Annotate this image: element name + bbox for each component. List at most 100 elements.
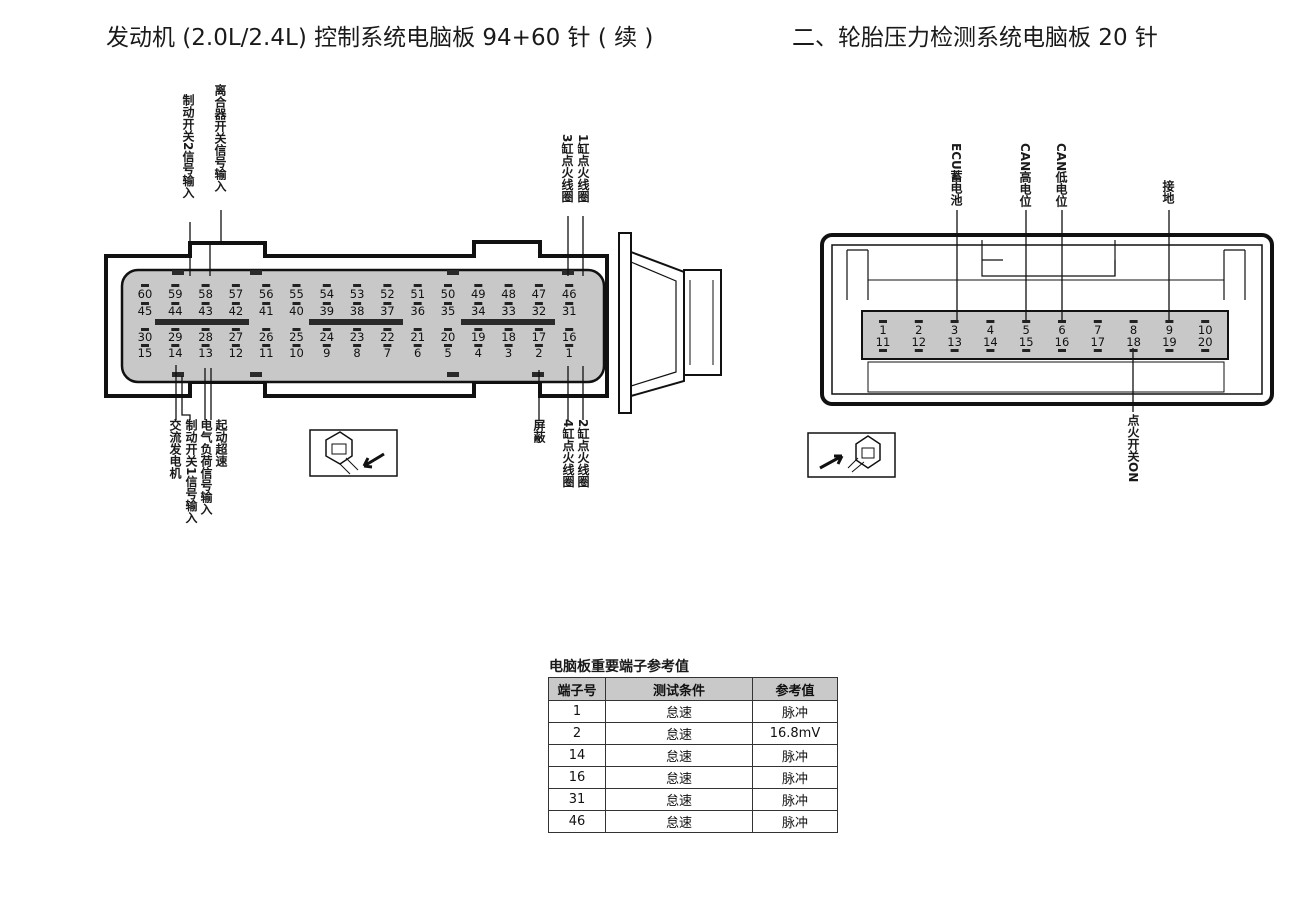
pin-number: 50 (441, 287, 456, 301)
pin-number: 22 (380, 330, 395, 344)
pin-number: 12 (911, 335, 926, 349)
pin-marker (565, 284, 574, 287)
label-shield: 屏蔽 (532, 419, 546, 443)
pin-marker (322, 284, 331, 287)
pin-number: 34 (471, 304, 486, 318)
pin-marker (1129, 349, 1138, 352)
pin-marker (353, 284, 362, 287)
pin-number: 30 (138, 330, 153, 344)
pin-marker (231, 328, 240, 331)
pin-number: 46 (562, 287, 577, 301)
label-can-low: CAN低电位 (1054, 143, 1068, 208)
pin-number: 19 (471, 330, 486, 344)
table-row: 2 怠速 16.8mV (548, 722, 838, 745)
pin-marker (231, 302, 240, 305)
cell-value: 脉冲 (752, 810, 838, 833)
reference-table: 端子号 测试条件 参考值 1 怠速 脉冲 2 怠速 16.8mV 14 怠速 脉… (548, 677, 838, 833)
pin-number: 10 (1198, 323, 1213, 337)
pin-number: 35 (441, 304, 456, 318)
pin-number: 16 (562, 330, 577, 344)
pin-marker (141, 302, 149, 305)
pin-number: 43 (198, 304, 213, 318)
pin-number: 16 (1055, 335, 1070, 349)
cell-terminal: 2 (548, 722, 606, 745)
pin-marker (262, 344, 271, 347)
pin-number: 6 (1058, 323, 1065, 337)
cell-value: 脉冲 (752, 700, 838, 723)
pin-marker (262, 328, 271, 331)
pin-number: 54 (319, 287, 334, 301)
pin-marker (141, 328, 149, 331)
pin-marker (986, 320, 995, 323)
label-cyl1-coil: 1缸点火线圈 (576, 134, 590, 203)
pin-number: 9 (323, 346, 330, 360)
pin-number: 38 (350, 304, 365, 318)
pin-number: 13 (198, 346, 213, 360)
pin-number: 15 (1019, 335, 1034, 349)
pin-marker (231, 344, 240, 347)
header-value: 参考值 (752, 677, 838, 701)
pin-number: 11 (259, 346, 274, 360)
pin-marker (986, 349, 995, 352)
pin-number: 2 (915, 323, 922, 337)
cell-value: 脉冲 (752, 788, 838, 811)
pin-number: 32 (532, 304, 547, 318)
pin-number: 37 (380, 304, 395, 318)
pin-number: 13 (947, 335, 962, 349)
pin-number: 26 (259, 330, 274, 344)
pin-marker (201, 284, 210, 287)
pin-marker (292, 328, 301, 331)
pin-number: 25 (289, 330, 304, 344)
pin-marker (383, 284, 392, 287)
pin-number: 27 (229, 330, 244, 344)
pin-marker (914, 320, 923, 323)
table-caption: 电脑板重要端子参考值 (549, 659, 689, 675)
pin-marker (1058, 349, 1066, 352)
pin-number: 51 (410, 287, 425, 301)
pin-number: 41 (259, 304, 274, 318)
pin-number: 14 (983, 335, 998, 349)
pin-marker (1022, 320, 1031, 323)
pin-marker (534, 302, 543, 305)
pin-marker (292, 302, 301, 305)
pin-number: 5 (444, 346, 451, 360)
pin-marker (444, 344, 452, 347)
pin-marker (201, 328, 210, 331)
pin-marker (322, 302, 331, 305)
pin-number: 48 (501, 287, 516, 301)
pin-number: 9 (1166, 323, 1173, 337)
pin-number: 29 (168, 330, 183, 344)
pin-number: 10 (289, 346, 304, 360)
pin-number: 15 (138, 346, 153, 360)
pin-number: 56 (259, 287, 274, 301)
table-row: 31 怠速 脉冲 (548, 788, 838, 811)
pin-number: 3 (505, 346, 512, 360)
pin-number: 12 (229, 346, 244, 360)
pin-number: 55 (289, 287, 304, 301)
pin-marker (504, 284, 513, 287)
pin-number: 45 (138, 304, 153, 318)
cell-terminal: 1 (548, 700, 606, 723)
table-row: 46 怠速 脉冲 (548, 810, 838, 833)
tpms-connector (820, 210, 1274, 412)
pin-number: 3 (951, 323, 958, 337)
pin-marker (1201, 320, 1210, 323)
cell-terminal: 16 (548, 766, 606, 789)
pin-number: 24 (319, 330, 334, 344)
pin-number: 5 (1023, 323, 1030, 337)
pin-number: 8 (353, 346, 360, 360)
left-plug-orientation-icon (309, 429, 398, 477)
pin-marker (474, 344, 483, 347)
pin-number: 7 (384, 346, 391, 360)
pin-marker (141, 284, 149, 287)
pin-marker (950, 349, 959, 352)
pin-marker (201, 302, 210, 305)
pin-marker (1165, 320, 1174, 323)
pin-marker (474, 302, 483, 305)
pin-marker (534, 284, 543, 287)
pin-number: 17 (1090, 335, 1105, 349)
pin-number: 21 (410, 330, 425, 344)
